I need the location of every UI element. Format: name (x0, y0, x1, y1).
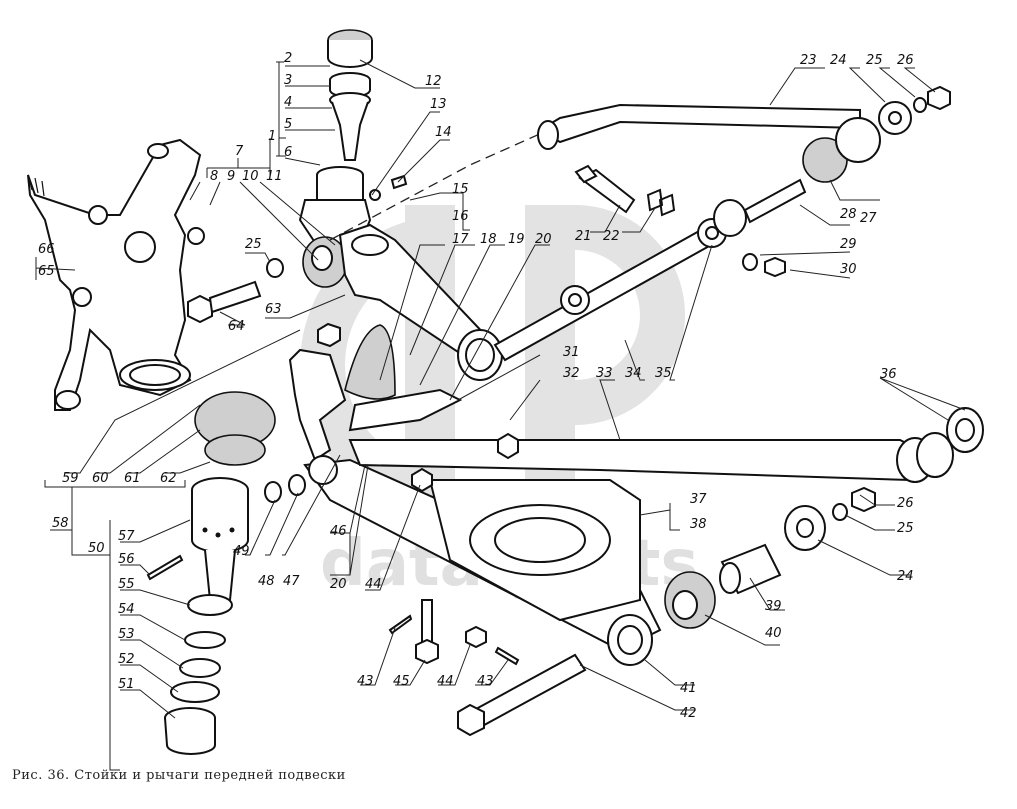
upper-ball-joint-stack (298, 29, 373, 288)
callout-8: 8 (210, 169, 218, 184)
callout-24-right: 24 (897, 569, 914, 584)
callout-31: 31 (563, 345, 580, 360)
callout-4: 4 (284, 95, 292, 110)
callout-12: 12 (425, 74, 442, 89)
callout-25-top: 25 (866, 53, 883, 68)
callout-36: 36 (880, 367, 897, 382)
callout-62: 62 (160, 471, 177, 486)
callout-41: 41 (680, 681, 697, 696)
callout-43-left: 43 (357, 674, 374, 689)
callout-19: 19 (508, 232, 525, 247)
callout-27: 27 (860, 211, 877, 226)
callout-30: 30 (840, 262, 857, 277)
callout-33: 33 (596, 366, 613, 381)
bolt-64 (187, 280, 262, 324)
callout-59: 59 (62, 471, 79, 486)
callout-1: 1 (268, 129, 276, 144)
callout-58: 58 (52, 516, 69, 531)
callout-labels: 2 3 4 5 1 6 7 8 9 10 11 12 13 14 15 16 1… (38, 51, 914, 721)
callout-56: 56 (118, 552, 135, 567)
rear-bushing-hardware (664, 486, 876, 629)
callout-38: 38 (690, 517, 707, 532)
steering-knuckle (27, 138, 205, 411)
callout-43-right: 43 (477, 674, 494, 689)
lower-ball-joint (146, 391, 276, 755)
callout-44-bottom: 44 (437, 674, 454, 689)
lower-arm-assembly (288, 322, 984, 666)
callout-26-right: 26 (897, 496, 914, 511)
callout-65: 65 (38, 264, 55, 279)
callout-2: 2 (284, 51, 292, 66)
callout-40: 40 (765, 626, 782, 641)
callout-29: 29 (840, 237, 857, 252)
callout-57: 57 (118, 529, 135, 544)
leader-lines (35, 59, 966, 771)
callout-17: 17 (452, 232, 469, 247)
callout-14: 14 (435, 125, 452, 140)
callout-6: 6 (284, 145, 292, 160)
callout-24-top: 24 (830, 53, 847, 68)
callout-18: 18 (480, 232, 497, 247)
callout-37: 37 (690, 492, 707, 507)
callout-51: 51 (118, 677, 135, 692)
callout-32: 32 (563, 366, 580, 381)
callout-64: 64 (228, 319, 245, 334)
callout-45: 45 (393, 674, 410, 689)
callout-11: 11 (266, 169, 283, 184)
callout-60: 60 (92, 471, 109, 486)
callout-49: 49 (233, 544, 250, 559)
callout-55: 55 (118, 577, 135, 592)
callout-3: 3 (284, 73, 292, 88)
callout-34: 34 (625, 366, 642, 381)
figure-caption: Рис. 36. Стойки и рычаги передней подвес… (12, 768, 346, 783)
callout-21: 21 (575, 229, 592, 244)
callout-15: 15 (452, 182, 469, 197)
callout-48: 48 (258, 574, 275, 589)
callout-63: 63 (265, 302, 282, 317)
callout-26-top: 26 (897, 53, 914, 68)
callout-28: 28 (840, 207, 857, 222)
upper-arm (329, 124, 561, 381)
small-hardware (266, 164, 786, 278)
callout-25-left: 25 (245, 237, 262, 252)
callout-23: 23 (800, 53, 817, 68)
callout-10: 10 (242, 169, 259, 184)
callout-47: 47 (283, 574, 300, 589)
callout-25-right: 25 (897, 521, 914, 536)
callout-35: 35 (655, 366, 672, 381)
callout-42: 42 (680, 706, 697, 721)
callout-20-bottom: 20 (330, 577, 347, 592)
callout-66: 66 (38, 242, 55, 257)
callout-44-mid: 44 (365, 577, 382, 592)
callout-7: 7 (235, 144, 244, 159)
callout-61: 61 (124, 471, 141, 486)
callout-9: 9 (227, 169, 235, 184)
callout-16: 16 (452, 209, 469, 224)
callout-13: 13 (430, 97, 447, 112)
callout-53: 53 (118, 627, 135, 642)
callout-20-top: 20 (535, 232, 552, 247)
callout-46: 46 (330, 524, 347, 539)
callout-54: 54 (118, 602, 135, 617)
callout-5: 5 (284, 117, 292, 132)
callout-22: 22 (603, 229, 620, 244)
strut-rod (493, 85, 951, 362)
callout-39: 39 (765, 599, 782, 614)
callout-52: 52 (118, 652, 135, 667)
callout-50: 50 (88, 541, 105, 556)
